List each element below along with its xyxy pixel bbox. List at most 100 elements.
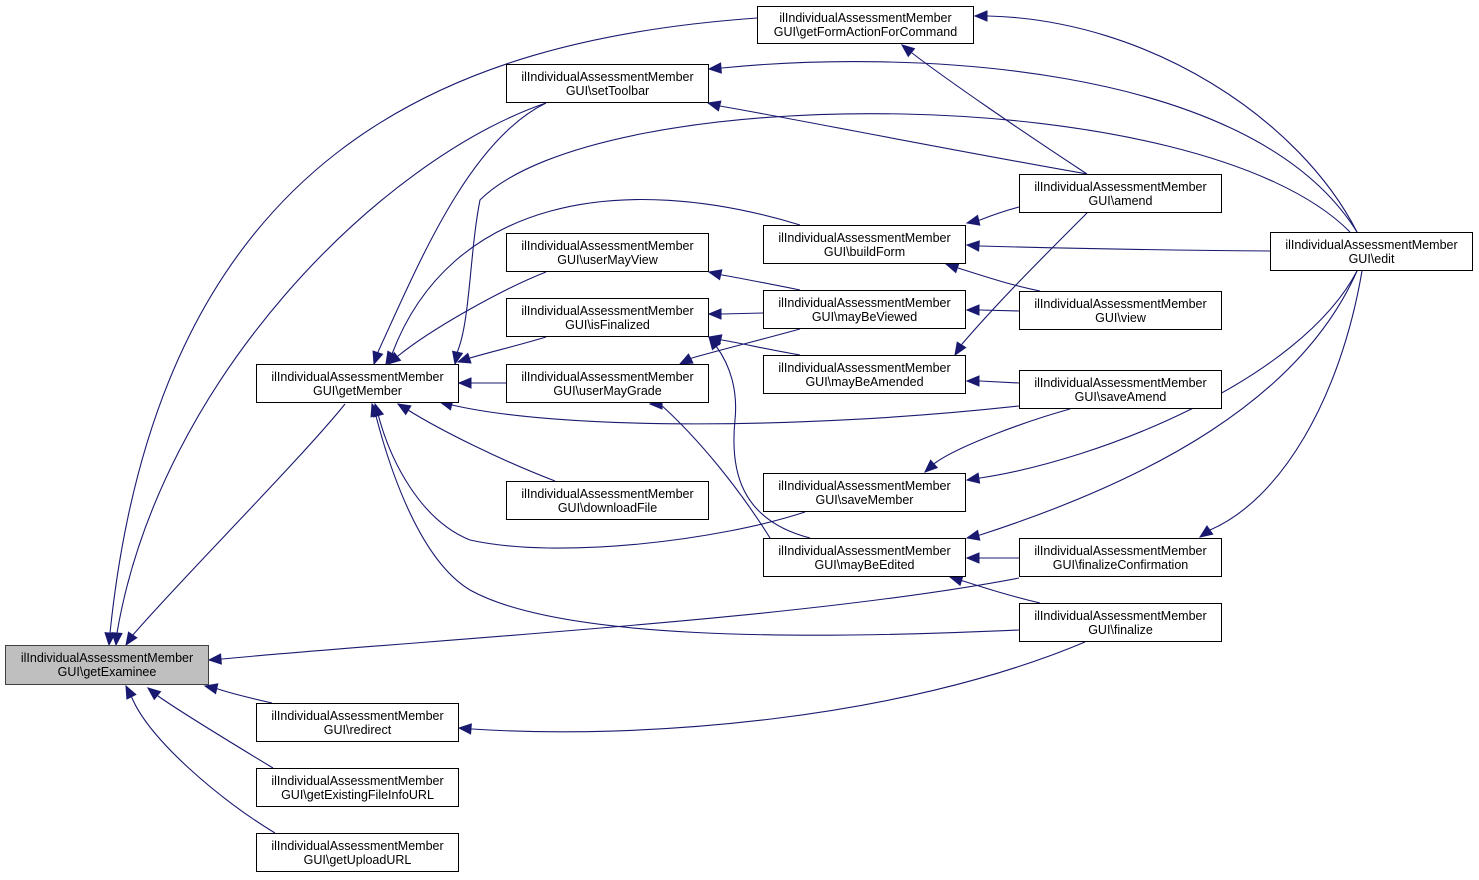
edge-line bbox=[959, 579, 1041, 604]
edge-line bbox=[469, 336, 547, 359]
node-class-label: ilIndividualAssessmentMember bbox=[1034, 179, 1207, 194]
node-class-label: ilIndividualAssessmentMember bbox=[778, 360, 951, 375]
arrowhead-icon bbox=[965, 472, 981, 484]
node-method-label: GUI\redirect bbox=[323, 722, 392, 737]
edge-mayBeViewed-to-userMayGrade bbox=[678, 328, 801, 365]
arrowhead-icon bbox=[965, 375, 980, 387]
edge-edit-to-mayBeEdited bbox=[965, 270, 1358, 541]
edge-amend-to-setToolbar bbox=[706, 100, 1088, 175]
edge-redirect-to-getExaminee bbox=[203, 683, 273, 704]
node-class-label: ilIndividualAssessmentMember bbox=[1285, 237, 1458, 252]
arrowhead-icon bbox=[707, 269, 723, 281]
edge-line bbox=[715, 345, 811, 539]
node-class-label: ilIndividualAssessmentMember bbox=[271, 708, 444, 723]
arrowhead-icon bbox=[706, 100, 722, 112]
arrowhead-icon bbox=[203, 683, 219, 695]
edge-line bbox=[1209, 270, 1363, 531]
edge-line bbox=[961, 212, 1088, 345]
node-class-label: ilIndividualAssessmentMember bbox=[1034, 375, 1207, 390]
arrowhead-icon bbox=[965, 214, 981, 226]
edge-buildForm-to-getMember bbox=[385, 198, 801, 366]
edge-finalizeConfirmation-to-getExaminee bbox=[207, 577, 1020, 665]
edge-mayBeViewed-to-userMayView bbox=[707, 269, 801, 291]
node-method-label: GUI\isFinalized bbox=[565, 317, 650, 332]
edge-amend-to-mayBeAmended bbox=[954, 212, 1088, 357]
arrowhead-icon bbox=[457, 723, 472, 735]
edge-line bbox=[721, 339, 801, 356]
edge-line bbox=[377, 413, 806, 549]
edge-line bbox=[979, 309, 1020, 312]
node-class-label: ilIndividualAssessmentMember bbox=[778, 543, 951, 558]
node-method-label: GUI\finalizeConfirmation bbox=[1052, 557, 1189, 572]
arrowhead-icon bbox=[900, 44, 916, 58]
node-method-label: GUI\userMayGrade bbox=[553, 383, 662, 398]
arrowhead-icon bbox=[965, 529, 981, 541]
arrowhead-icon bbox=[125, 684, 137, 700]
edge-line bbox=[375, 415, 1020, 636]
edge-line bbox=[131, 403, 346, 637]
arrowhead-icon bbox=[678, 353, 694, 365]
arrowhead-icon bbox=[944, 262, 960, 274]
node-method-label: GUI\finalize bbox=[1088, 622, 1153, 637]
node-class-label: ilIndividualAssessmentMember bbox=[521, 486, 694, 501]
arrowhead-icon bbox=[1198, 525, 1214, 538]
node-method-label: GUI\amend bbox=[1088, 193, 1153, 208]
arrowhead-icon bbox=[111, 632, 123, 647]
edge-edit-to-getFormActionForCommand bbox=[973, 10, 1358, 233]
edge-finalizeConfirmation-to-mayBeEdited bbox=[965, 552, 1019, 564]
edge-userMayView-to-getMember bbox=[386, 271, 547, 365]
edge-userMayGrade-to-getMember bbox=[457, 377, 506, 389]
node-class-label: ilIndividualAssessmentMember bbox=[521, 238, 694, 253]
edge-line bbox=[131, 697, 276, 834]
edge-line bbox=[157, 695, 274, 769]
arrowhead-icon bbox=[125, 631, 138, 647]
edge-getExistingFileInfoURL-to-getExaminee bbox=[146, 687, 274, 769]
edge-saveAmend-to-saveMember bbox=[924, 408, 1071, 473]
edge-line bbox=[391, 198, 801, 355]
node-class-label: ilIndividualAssessmentMember bbox=[521, 69, 694, 84]
edge-line bbox=[221, 577, 1020, 660]
edge-line bbox=[979, 206, 1020, 221]
edge-saveMember-to-getMember bbox=[373, 402, 806, 549]
edge-amend-to-buildForm bbox=[965, 206, 1020, 226]
node-method-label: GUI\buildForm bbox=[823, 244, 906, 259]
arrowhead-icon bbox=[708, 335, 722, 351]
node-method-label: GUI\getUploadURL bbox=[303, 852, 412, 867]
edge-line bbox=[979, 380, 1020, 384]
arrowhead-icon bbox=[707, 62, 722, 74]
node-class-label: ilIndividualAssessmentMember bbox=[521, 303, 694, 318]
edge-line bbox=[457, 113, 1351, 351]
edge-line bbox=[911, 52, 1088, 175]
edge-line bbox=[979, 245, 1271, 252]
arrowhead-icon bbox=[973, 10, 988, 22]
node-method-label: GUI\downloadFile bbox=[557, 500, 658, 515]
node-method-label: GUI\view bbox=[1095, 310, 1146, 325]
node-class-label: ilIndividualAssessmentMember bbox=[271, 773, 444, 788]
edge-line bbox=[979, 270, 1358, 536]
edge-line bbox=[934, 408, 1071, 464]
edge-isFinalized-to-getMember bbox=[456, 336, 547, 364]
node-method-label: GUI\mayBeViewed bbox=[811, 309, 918, 324]
